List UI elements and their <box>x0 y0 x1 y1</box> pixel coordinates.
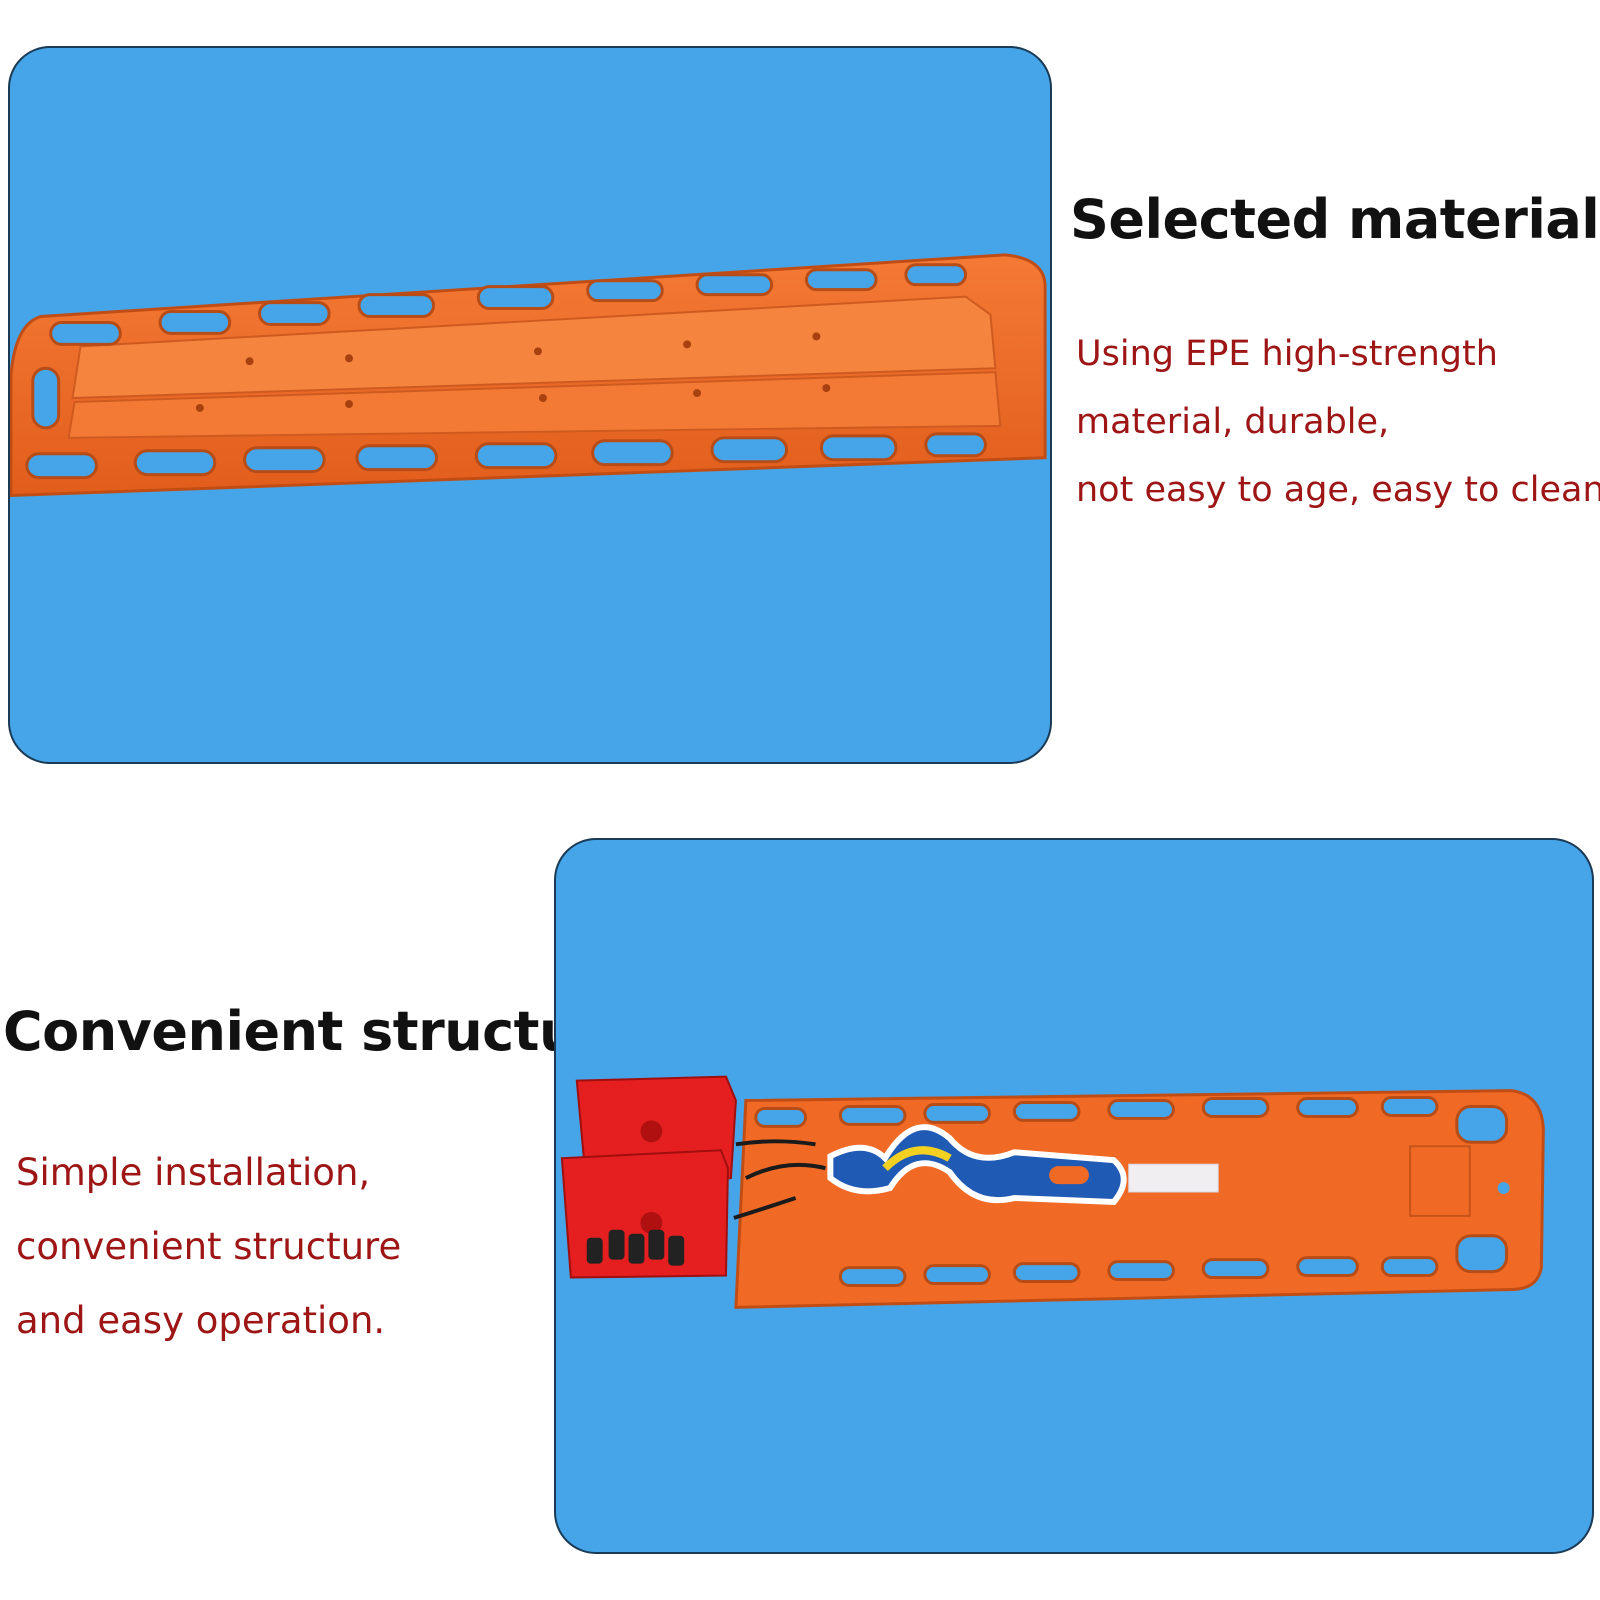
structure-description: Simple installation, convenient structur… <box>16 1136 401 1358</box>
description-line: Using EPE high-strength <box>1076 334 1498 374</box>
description-line: Simple installation, <box>16 1151 371 1194</box>
section-heading-convenient-structure: Convenient structure <box>3 1000 640 1063</box>
description-line: convenient structure <box>16 1225 402 1268</box>
spine-board-photo-bottom <box>554 838 1594 1554</box>
materials-description: Using EPE high-strength material, durabl… <box>1076 320 1600 524</box>
spine-board-photo-top <box>8 46 1052 764</box>
head-immobilizer <box>560 1075 737 1279</box>
spine-board-illustration <box>10 253 1047 498</box>
spine-board-kit-illustration <box>560 1075 1545 1309</box>
description-line: not easy to age, easy to clean. <box>1076 470 1600 510</box>
section-heading-selected-materials: Selected materials <box>1070 188 1600 251</box>
description-line: material, durable, <box>1076 402 1390 442</box>
cervical-collar <box>827 1124 1219 1206</box>
description-line: and easy operation. <box>16 1299 386 1342</box>
